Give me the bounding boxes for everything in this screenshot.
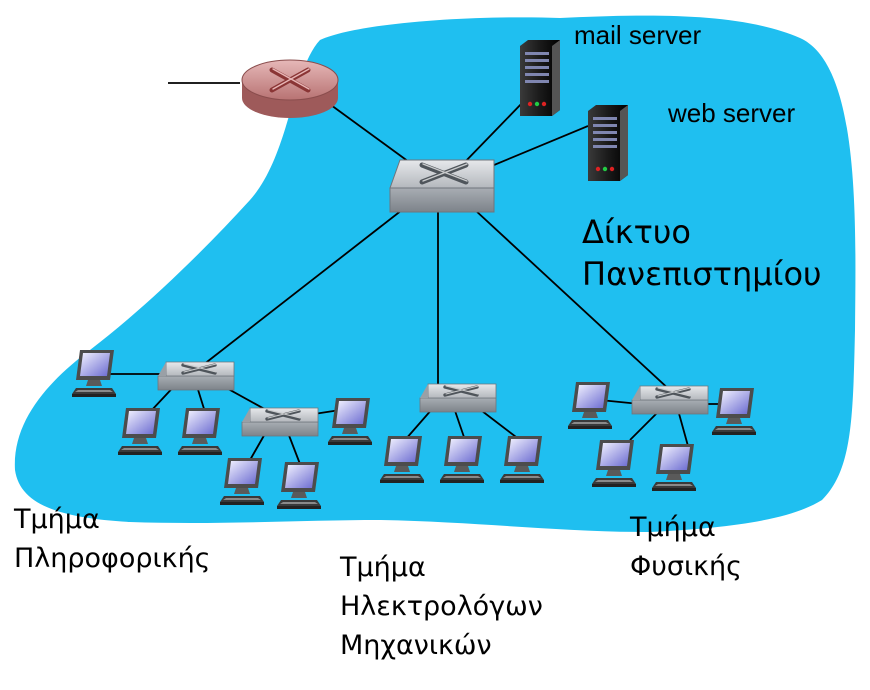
router-core-link <box>319 96 421 171</box>
electrical-department-label: Τμήμα Ηλεκτρολόγων Μηχανικών <box>340 548 543 665</box>
informatics-department-label: Τμήμα Πληροφορικής <box>14 500 211 578</box>
core-web-link <box>481 125 589 171</box>
web-server-label: web server <box>668 98 796 128</box>
electrical-label-line-1: Τμήμα <box>340 552 426 583</box>
core-informatics-link <box>202 209 403 366</box>
informatics-switch-2-icon <box>240 406 320 438</box>
informatics-label-line-2: Πληροφορικής <box>14 543 211 575</box>
desktop-computer-icon <box>72 350 116 397</box>
informatics-label-line-1: Τμήμα <box>14 504 100 535</box>
campus-network-label-line-1: Δίκτυο <box>582 213 691 251</box>
electrical-label-line-3: Μηχανικών <box>340 630 492 662</box>
web-server-icon <box>588 105 628 181</box>
campus-network-label: Δίκτυο Πανεπιστημίου <box>582 212 822 295</box>
campus-network-label-line-2: Πανεπιστημίου <box>582 254 822 293</box>
core-physics-link <box>474 209 673 393</box>
mail-server-icon <box>520 40 560 116</box>
physics-label-line-1: Τμήμα <box>630 512 716 543</box>
router-icon <box>241 59 339 118</box>
physics-label-line-2: Φυσικής <box>630 551 742 583</box>
physics-switch-icon <box>630 384 710 416</box>
mail-server-label: mail server <box>574 20 702 50</box>
electrical-label-line-2: Ηλεκτρολόγων <box>340 591 543 623</box>
core-switch-icon <box>390 160 494 212</box>
link <box>629 409 661 441</box>
core-mail-link <box>461 99 526 166</box>
electrical-switch-icon <box>418 382 498 414</box>
informatics-switch-icon <box>156 360 236 392</box>
physics-department-label: Τμήμα Φυσικής <box>630 508 742 586</box>
link <box>677 409 689 447</box>
